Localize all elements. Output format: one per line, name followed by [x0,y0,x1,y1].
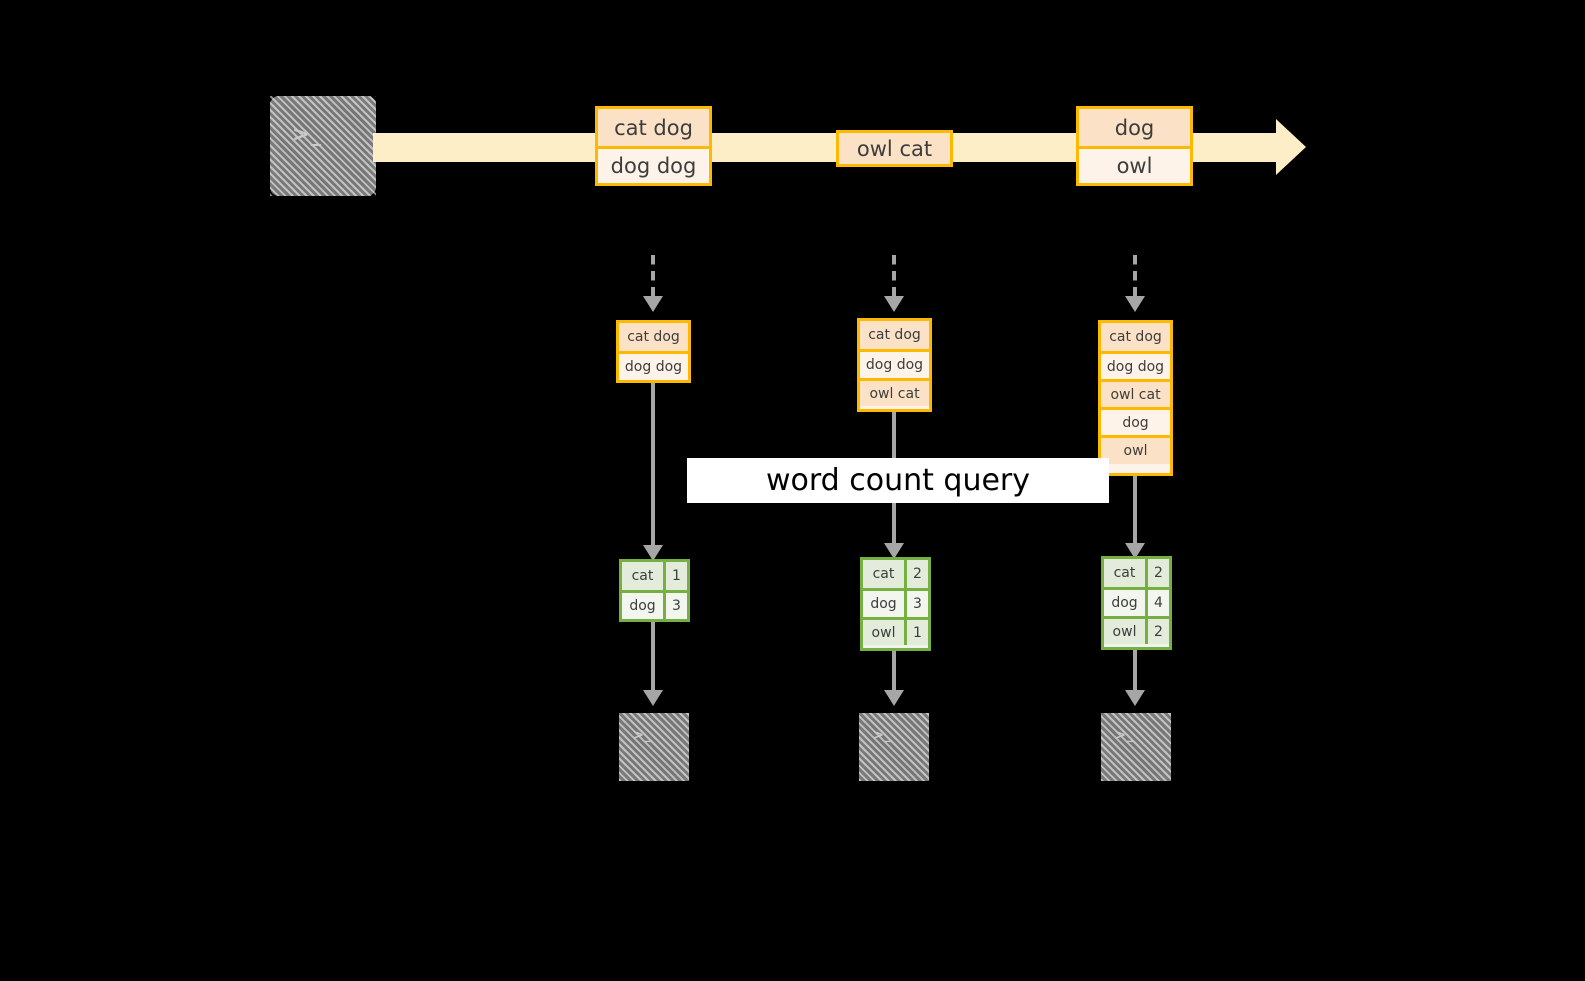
result-row: cat 2 [863,560,928,588]
stream-event-row: cat dog [598,109,709,146]
terminal-prompt-glyph: >_ [292,122,323,146]
query-arrowhead-icon [884,543,904,559]
snapshot-arrowhead-icon [643,296,663,312]
result-table[interactable]: cat 2 dog 4 owl 2 [1101,556,1172,650]
accumulated-input-box[interactable]: cat dog dog dog owl cat [857,318,932,412]
result-count-cell: 2 [1148,559,1169,587]
result-word-cell: owl [863,620,907,645]
stream-event-row: owl [1079,146,1190,183]
stream-event-box[interactable]: dog owl [1076,106,1193,186]
result-row: cat 2 [1104,559,1169,587]
result-row: owl 1 [863,617,928,645]
query-connector-line [1133,476,1137,549]
sink-arrowhead-icon [1125,690,1145,706]
accumulated-input-box[interactable]: cat dog dog dog owl cat dog owl [1098,320,1173,476]
result-count-cell: 1 [907,620,928,645]
result-row: cat 1 [622,562,687,590]
input-row: dog dog [860,349,929,378]
stream-event-box[interactable]: owl cat [836,130,953,167]
terminal-prompt-glyph: >_ [1115,728,1135,743]
result-word-cell: dog [622,593,666,619]
result-row: owl 2 [1104,616,1169,644]
result-row: dog 3 [863,588,928,617]
snapshot-arrowhead-icon [1125,296,1145,312]
result-table[interactable]: cat 1 dog 3 [619,559,690,622]
sink-terminal-icon: >_ [859,713,929,781]
terminal-prompt-glyph: >_ [873,728,893,743]
input-row: dog [1101,407,1170,435]
query-arrowhead-icon [643,545,663,561]
sink-arrowhead-icon [884,690,904,706]
sink-terminal-icon: >_ [1101,713,1171,781]
query-connector-line [651,383,655,551]
sink-connector-line [651,622,655,695]
stream-event-row: dog dog [598,146,709,183]
input-row: dog dog [619,351,688,380]
stream-event-box[interactable]: cat dog dog dog [595,106,712,186]
input-row: cat dog [1101,323,1170,351]
result-count-cell: 2 [1148,619,1169,644]
snapshot-dashed-connector [892,255,896,297]
source-terminal-icon: >_ [270,96,376,196]
query-arrowhead-icon [1125,543,1145,559]
result-word-cell: cat [622,562,666,590]
sink-arrowhead-icon [643,690,663,706]
result-row: dog 4 [1104,587,1169,616]
sink-terminal-icon: >_ [619,713,689,781]
sink-connector-line [1133,650,1137,695]
result-count-cell: 2 [907,560,928,588]
input-row: owl cat [860,378,929,406]
sink-connector-line [892,651,896,695]
stream-arrowhead-icon [1276,119,1306,175]
result-count-cell: 3 [666,593,687,619]
accumulated-input-box[interactable]: cat dog dog dog [616,320,691,383]
input-row: cat dog [619,323,688,351]
input-row: cat dog [860,321,929,349]
input-row: owl [1101,435,1170,464]
result-word-cell: dog [1104,590,1148,616]
result-row: dog 3 [622,590,687,619]
terminal-prompt-glyph: >_ [633,728,653,743]
result-table[interactable]: cat 2 dog 3 owl 1 [860,557,931,651]
query-banner-label: word count query [765,463,1031,498]
snapshot-dashed-connector [651,255,655,297]
result-word-cell: cat [863,560,907,588]
stream-event-row: dog [1079,109,1190,146]
query-banner: word count query [687,458,1109,503]
snapshot-arrowhead-icon [884,296,904,312]
input-row: dog dog [1101,351,1170,379]
result-word-cell: cat [1104,559,1148,587]
result-word-cell: owl [1104,619,1148,644]
snapshot-dashed-connector [1133,255,1137,297]
result-count-cell: 1 [666,562,687,590]
result-count-cell: 4 [1148,590,1169,616]
stream-event-row: owl cat [839,133,950,164]
result-word-cell: dog [863,591,907,617]
result-count-cell: 3 [907,591,928,617]
input-row: owl cat [1101,379,1170,407]
